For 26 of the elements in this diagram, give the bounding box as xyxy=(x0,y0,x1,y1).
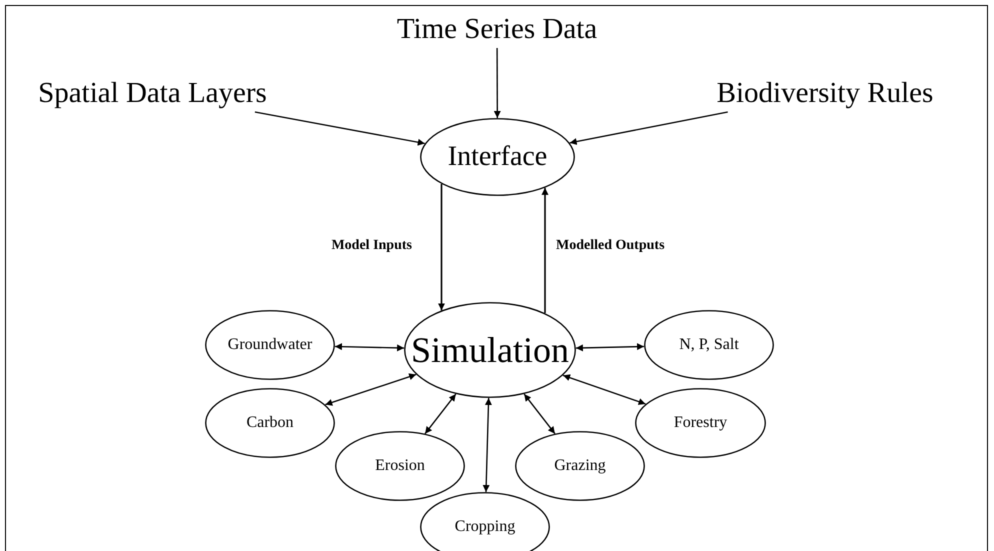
node-label: Forestry xyxy=(674,415,728,431)
edge-label: Modelled Outputs xyxy=(556,237,665,255)
arrow xyxy=(570,111,728,145)
edge-label: Model Inputs xyxy=(330,237,412,255)
arrow xyxy=(562,374,646,405)
node-label: Grazing xyxy=(554,458,606,474)
arrow xyxy=(494,48,501,118)
node-label: Carbon xyxy=(246,415,294,431)
node-label: Spatial Data Layers xyxy=(38,78,267,108)
arrow xyxy=(542,188,548,314)
arrow xyxy=(482,398,492,492)
arrow xyxy=(438,184,445,310)
arrow xyxy=(334,343,404,352)
node-label: Simulation xyxy=(410,332,569,368)
node-label: Erosion xyxy=(375,458,425,474)
node-label: Cropping xyxy=(454,519,516,535)
arrow xyxy=(524,394,556,434)
node-label: Interface xyxy=(448,143,548,171)
arrow xyxy=(325,373,416,406)
node-label: Biodiversity Rules xyxy=(716,78,934,108)
arrow xyxy=(424,394,456,434)
node-label: Time Series Data xyxy=(396,14,598,44)
node-label: N, P, Salt xyxy=(679,337,739,353)
arrow xyxy=(576,343,644,352)
node-label: Groundwater xyxy=(228,337,312,353)
arrow xyxy=(254,111,425,146)
